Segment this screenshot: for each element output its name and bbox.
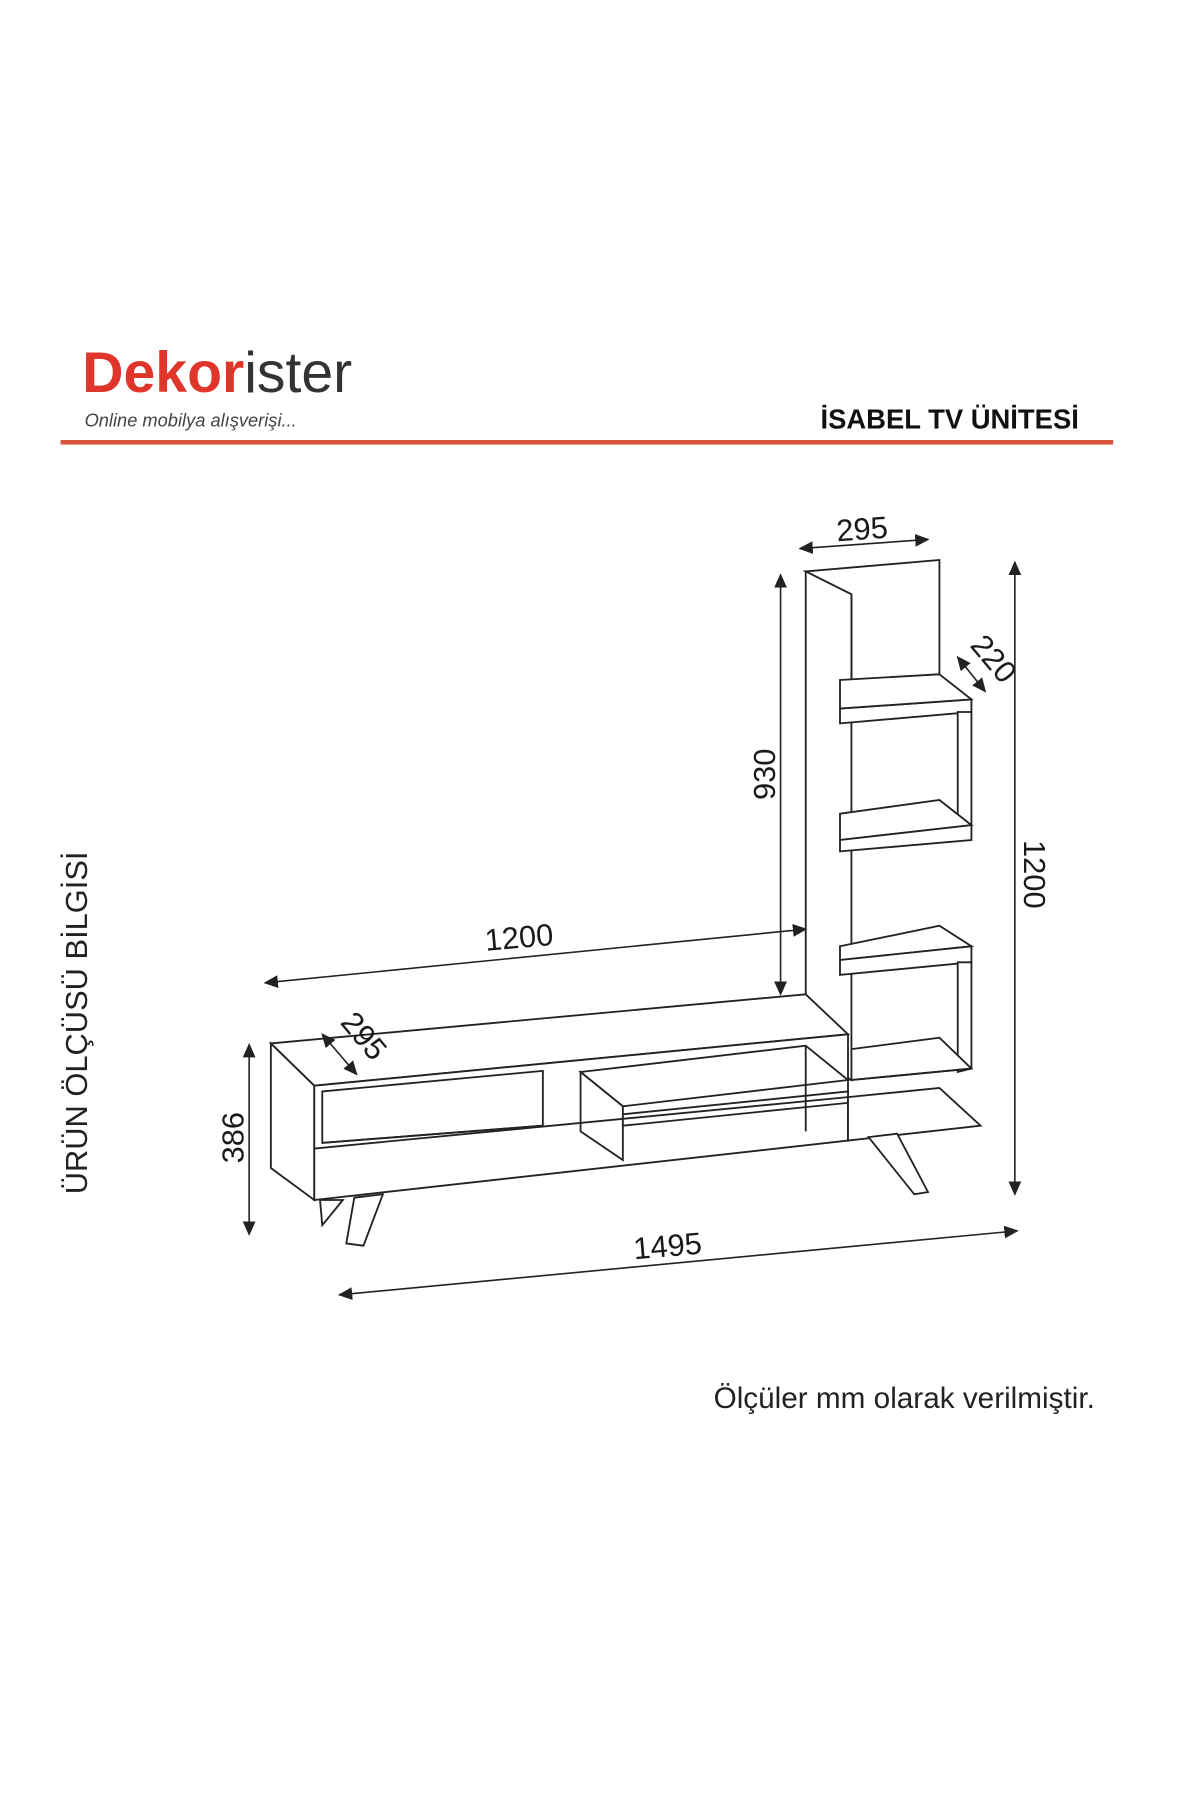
product-title: İSABEL TV ÜNİTESİ bbox=[820, 404, 1078, 435]
tv-unit-drawing bbox=[268, 993, 983, 1247]
dim-tv-length: 1200 bbox=[483, 917, 554, 958]
dim-total-height: 1200 bbox=[1017, 840, 1052, 909]
dim-tv-height: 386 bbox=[215, 1112, 250, 1163]
side-label: ÜRÜN ÖLÇÜSÜ BİLGİSİ bbox=[59, 852, 94, 1195]
units-note: Ölçüler mm olarak verilmiştir. bbox=[714, 1382, 1095, 1415]
logo: Dekorister bbox=[82, 341, 352, 405]
dim-shelf-width: 295 bbox=[835, 510, 889, 549]
tagline: Online mobilya alışverişi... bbox=[85, 409, 297, 430]
dim-shelf-height: 930 bbox=[747, 749, 782, 800]
header-rule bbox=[60, 440, 1114, 445]
bookshelf-drawing bbox=[802, 559, 975, 1082]
dim-total-width: 1495 bbox=[632, 1226, 703, 1267]
